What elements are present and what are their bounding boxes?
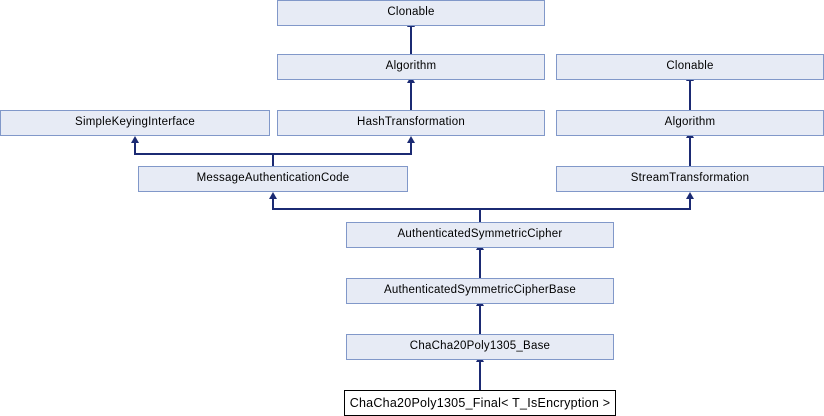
arrowhead-messageauthcode-to-hashtransformation bbox=[406, 136, 415, 143]
class-node-chacha20poly1305-final[interactable]: ChaCha20Poly1305_Final< T_IsEncryption > bbox=[344, 390, 616, 416]
class-node-label: Algorithm bbox=[385, 60, 437, 73]
edge-drop-messageauthcode bbox=[272, 153, 274, 166]
edge-authsymmetricbase-to-authsymmetriccipher bbox=[479, 248, 481, 278]
class-node-simplekeyinginterface[interactable]: SimpleKeyingInterface bbox=[0, 110, 270, 136]
arrowhead-messageauthcode-to-simplekeyinginterface bbox=[130, 136, 139, 143]
class-node-label: HashTransformation bbox=[357, 116, 465, 129]
arrowhead-authsymmetriccipher-to-messageauthcode bbox=[268, 192, 277, 199]
class-node-algorithm-right[interactable]: Algorithm bbox=[556, 110, 824, 136]
class-node-algorithm-left[interactable]: Algorithm bbox=[277, 54, 545, 80]
class-node-label: ChaCha20Poly1305_Base bbox=[409, 340, 551, 353]
edge-bus-authsymmetriccipher bbox=[272, 208, 691, 210]
class-node-label: Algorithm bbox=[664, 116, 716, 129]
class-node-label: ChaCha20Poly1305_Final< T_IsEncryption > bbox=[349, 395, 611, 410]
class-node-label: StreamTransformation bbox=[630, 172, 750, 185]
edge-riser-simplekeyinginterface bbox=[134, 143, 136, 154]
class-node-label: Clonable bbox=[387, 6, 435, 19]
edge-riser-streamtransformation bbox=[689, 199, 691, 209]
class-node-label: AuthenticatedSymmetricCipherBase bbox=[383, 284, 577, 297]
class-node-streamtransformation[interactable]: StreamTransformation bbox=[556, 166, 824, 192]
class-node-label: SimpleKeyingInterface bbox=[75, 116, 195, 129]
class-node-clonable-top[interactable]: Clonable bbox=[277, 0, 545, 26]
edge-chacha20poly1305final-to-chacha20poly1305base bbox=[479, 360, 481, 390]
class-node-label: Clonable bbox=[666, 60, 714, 73]
edge-riser-hashtransformation bbox=[410, 143, 412, 154]
class-node-clonable-right[interactable]: Clonable bbox=[556, 54, 824, 80]
class-node-messageauthenticationcode[interactable]: MessageAuthenticationCode bbox=[138, 166, 408, 192]
class-node-chacha20poly1305-base[interactable]: ChaCha20Poly1305_Base bbox=[346, 334, 614, 360]
edge-chacha20poly1305base-to-authsymmetricbase bbox=[479, 304, 481, 334]
edge-hashtransformation-to-algorithm-left bbox=[410, 80, 412, 110]
arrowhead-authsymmetriccipher-to-streamtransformation bbox=[685, 192, 694, 199]
class-node-label: AuthenticatedSymmetricCipher bbox=[397, 228, 563, 241]
class-node-label: MessageAuthenticationCode bbox=[196, 172, 350, 185]
edge-drop-authsymmetriccipher bbox=[479, 208, 481, 222]
class-node-hashtransformation[interactable]: HashTransformation bbox=[277, 110, 545, 136]
edge-algorithm-right-to-clonable-right bbox=[689, 80, 691, 110]
edge-algorithm-left-to-clonable-top bbox=[410, 26, 412, 54]
class-node-authenticatedsymmetriccipher[interactable]: AuthenticatedSymmetricCipher bbox=[346, 222, 614, 248]
edge-streamtransformation-to-algorithm-right bbox=[689, 136, 691, 166]
edge-riser-messageauthcode bbox=[272, 199, 274, 209]
class-node-authenticatedsymmetriccipherbase[interactable]: AuthenticatedSymmetricCipherBase bbox=[346, 278, 614, 304]
